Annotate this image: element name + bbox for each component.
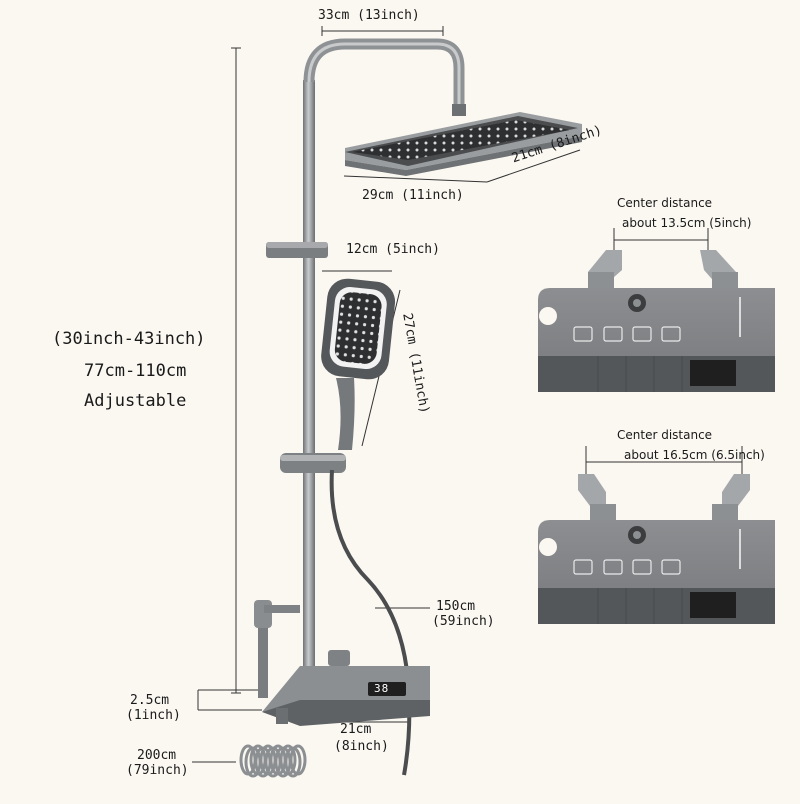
temperature-display: 38 — [374, 682, 390, 695]
height-inch-label: (30inch-43inch) — [52, 329, 206, 349]
dimension-lines — [192, 26, 581, 763]
bidet-hose-inch-label: (79inch) — [126, 763, 189, 778]
shelf-unit — [262, 666, 430, 726]
hose-cm-label: 150cm — [436, 599, 476, 614]
top-width-label: 33cm (13inch) — [318, 8, 420, 23]
shower-hose — [329, 469, 412, 776]
option-2-distance: about 16.5cm (6.5inch) — [624, 448, 765, 462]
option-1-title: Center distance — [617, 196, 713, 210]
shelf-width-inch-label: (8inch) — [334, 739, 389, 754]
bidet-hose-cm-label: 200cm — [137, 748, 177, 763]
head-length-label: 29cm (11inch) — [362, 188, 464, 203]
shelf-width-cm-label: 21cm — [340, 722, 372, 737]
shelf-depth-inch-label: (1inch) — [126, 708, 181, 723]
option-2-title: Center distance — [617, 428, 713, 442]
rain-shower-head — [345, 112, 582, 176]
coil-loop — [289, 744, 307, 776]
handheld-width-label: 12cm (5inch) — [346, 242, 440, 257]
slide-bracket — [266, 242, 346, 473]
hose-inch-label: (59inch) — [432, 614, 495, 629]
height-note-label: Adjustable — [84, 391, 187, 411]
panel-option-1 — [538, 228, 775, 392]
option-1-distance: about 13.5cm (5inch) — [622, 216, 752, 230]
panel-option-2 — [538, 446, 775, 624]
bidet-sprayer — [254, 600, 350, 698]
riser-pipe — [303, 38, 466, 720]
coil-hose — [239, 744, 307, 778]
height-cm-label: 77cm-110cm — [84, 361, 187, 381]
hand-shower — [321, 278, 396, 450]
shelf-depth-cm-label: 2.5cm — [130, 693, 170, 708]
